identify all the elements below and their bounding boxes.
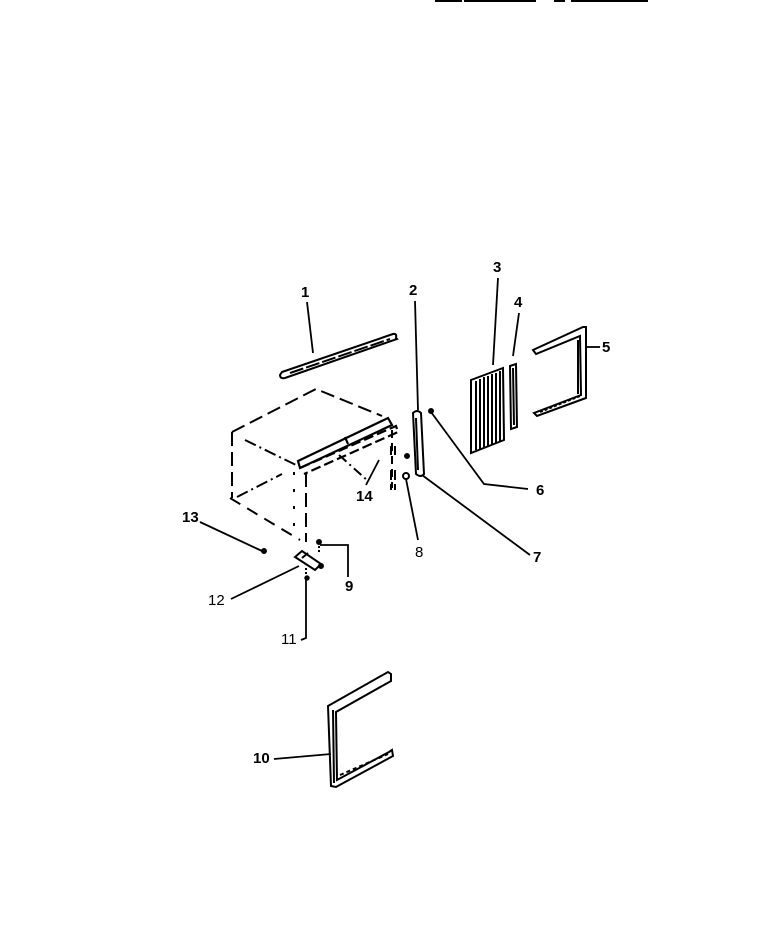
- leader-lines: [199, 277, 600, 760]
- fasteners: [261, 539, 322, 581]
- callout-9: 9: [345, 578, 354, 595]
- callout-13: 13: [182, 509, 199, 526]
- callout-3: 3: [493, 259, 502, 276]
- part-top-channel: [296, 416, 400, 476]
- hardware-stack: [390, 446, 410, 490]
- part-curtain-frame-right: [531, 326, 587, 418]
- part-side-curtain-panel: [470, 366, 506, 455]
- callout-11: 11: [281, 631, 297, 648]
- callout-1: 1: [301, 284, 310, 301]
- callout-6: 6: [536, 482, 545, 499]
- callout-14: 14: [356, 488, 373, 505]
- cabinet-outline: [229, 387, 393, 542]
- callout-5: 5: [602, 339, 611, 356]
- part-support-bracket: [293, 549, 324, 572]
- part-top-rail: [278, 332, 399, 380]
- callout-7: 7: [533, 549, 542, 566]
- part-side-support-bracket: [411, 408, 434, 477]
- part-curtain-frame-left: [326, 670, 395, 789]
- callout-2: 2: [409, 282, 418, 299]
- callout-8: 8: [415, 544, 424, 561]
- callout-4: 4: [514, 294, 523, 311]
- part-curtain-guide: [508, 362, 519, 431]
- callout-10: 10: [253, 750, 270, 767]
- callout-12: 12: [208, 592, 225, 609]
